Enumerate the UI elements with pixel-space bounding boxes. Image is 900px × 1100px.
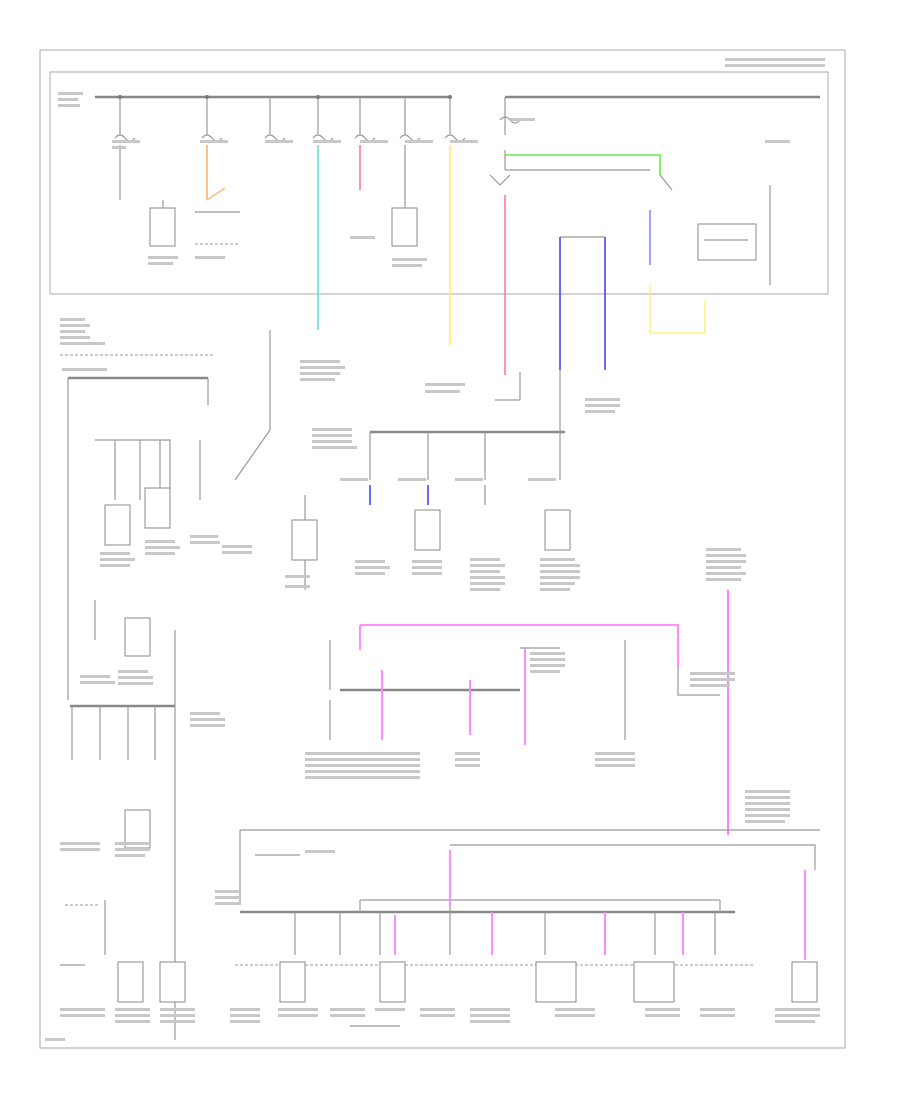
diagram-frame xyxy=(39,49,846,1049)
left-control-panel xyxy=(60,330,271,1040)
label-marks xyxy=(45,58,825,1041)
lower-center-bus xyxy=(329,590,729,835)
bottom-bus-section xyxy=(60,829,820,1027)
center-junction xyxy=(369,370,571,551)
component-box-center xyxy=(291,519,318,561)
fuse-box-section xyxy=(95,95,820,375)
fuse-box-frame xyxy=(49,71,829,295)
